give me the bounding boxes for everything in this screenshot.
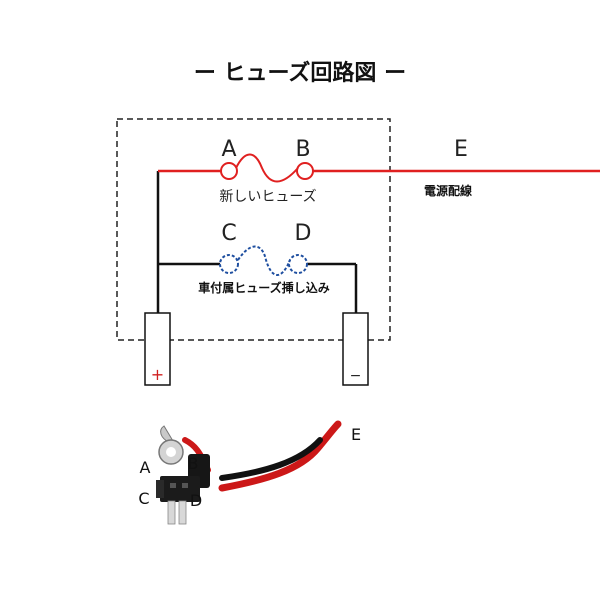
photo-label-b: B (188, 454, 199, 473)
car-fuse-slot-symbol (219, 245, 308, 276)
page-title: ー ヒューズ回路図 ー (194, 60, 406, 86)
fuse-box-outline (116, 118, 391, 341)
label-c: C (221, 221, 236, 246)
label-e: E (454, 137, 468, 162)
photo-label-a: A (140, 458, 151, 477)
photo-label-c: C (138, 489, 149, 508)
photo-label-d: D (190, 491, 202, 510)
fuse-tap-illustration (156, 420, 342, 525)
terminal-minus-symbol: − (350, 368, 362, 384)
new-fuse-symbol (220, 153, 314, 183)
terminal-plus: + (144, 312, 171, 386)
label-d: D (295, 221, 312, 246)
label-a: A (221, 137, 236, 162)
label-b: B (295, 137, 310, 162)
car-fuse-slot-label: 車付属ヒューズ挿し込み (198, 280, 329, 295)
power-wiring-label: 電源配線 (424, 183, 472, 198)
terminal-minus: − (342, 312, 369, 386)
new-fuse-label: 新しいヒューズ (219, 189, 316, 205)
terminal-plus-symbol: + (151, 365, 164, 384)
photo-label-e: E (351, 425, 361, 444)
black-wiring (156, 171, 358, 316)
